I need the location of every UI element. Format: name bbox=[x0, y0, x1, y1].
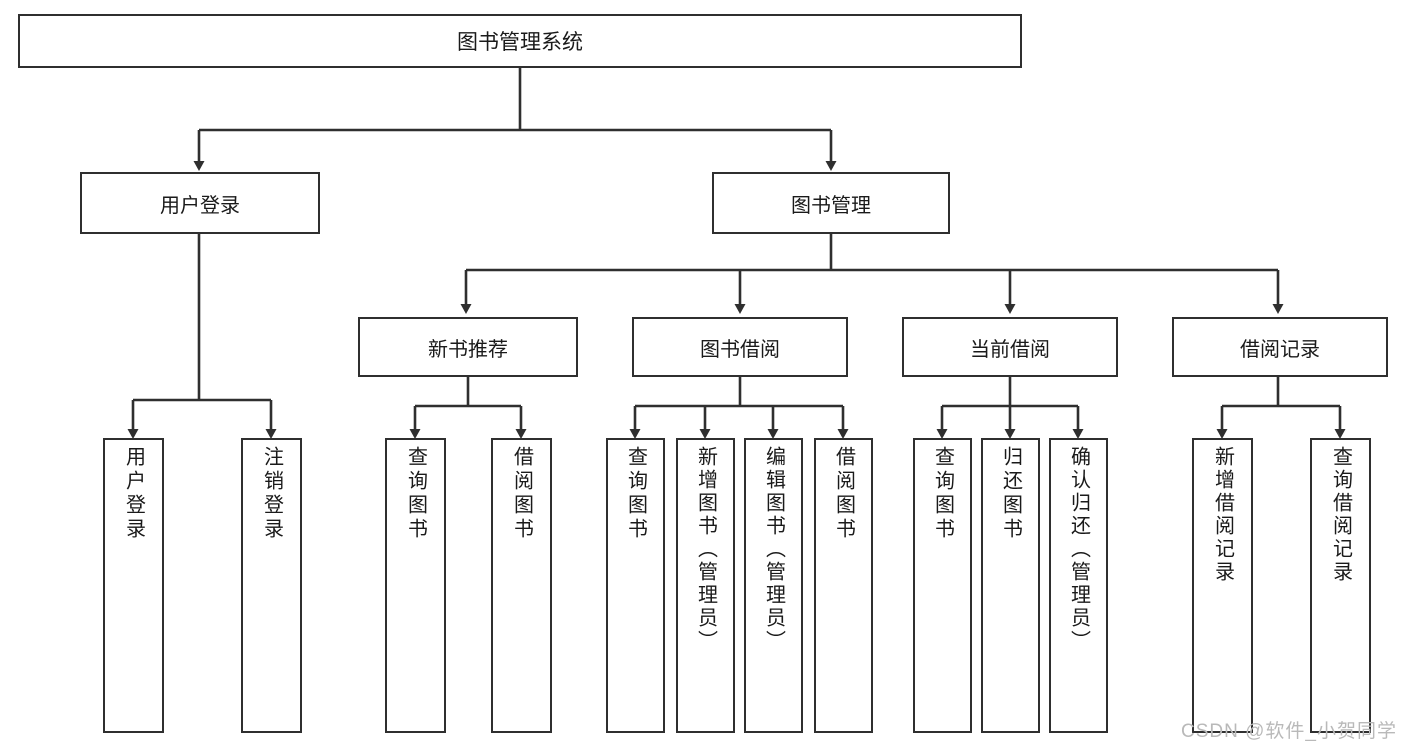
node-root-label: 图书管理系统 bbox=[457, 31, 583, 54]
watermark: CSDN @软件_小贺同学 bbox=[1181, 721, 1397, 742]
node-book-manage[interactable]: 图书管理 bbox=[712, 172, 950, 234]
node-leaf-add-book[interactable]: 新增图书（管理员） bbox=[676, 438, 735, 733]
node-book-borrow-label: 图书借阅 bbox=[700, 338, 780, 361]
node-leaf-edit-book-label: 编辑图书（管理员） bbox=[762, 446, 785, 653]
node-leaf-query-book-3[interactable]: 查询图书 bbox=[913, 438, 972, 733]
node-leaf-edit-book[interactable]: 编辑图书（管理员） bbox=[744, 438, 803, 733]
node-leaf-confirm-return-label: 确认归还（管理员） bbox=[1067, 446, 1090, 653]
node-leaf-return-book[interactable]: 归还图书 bbox=[981, 438, 1040, 733]
node-current-borrow[interactable]: 当前借阅 bbox=[902, 317, 1118, 377]
node-book-borrow[interactable]: 图书借阅 bbox=[632, 317, 848, 377]
node-leaf-add-book-label: 新增图书（管理员） bbox=[694, 446, 717, 653]
node-root[interactable]: 图书管理系统 bbox=[18, 14, 1022, 68]
node-leaf-borrow-book-2-label: 借阅图书 bbox=[832, 446, 855, 542]
node-leaf-borrow-book-1[interactable]: 借阅图书 bbox=[491, 438, 552, 733]
node-leaf-add-record-label: 新增借阅记录 bbox=[1211, 446, 1234, 584]
node-leaf-query-book-3-label: 查询图书 bbox=[931, 446, 954, 542]
node-leaf-add-record[interactable]: 新增借阅记录 bbox=[1192, 438, 1253, 733]
node-leaf-borrow-book-2[interactable]: 借阅图书 bbox=[814, 438, 873, 733]
node-leaf-query-record-label: 查询借阅记录 bbox=[1329, 446, 1352, 584]
node-leaf-confirm-return[interactable]: 确认归还（管理员） bbox=[1049, 438, 1108, 733]
node-borrow-record[interactable]: 借阅记录 bbox=[1172, 317, 1388, 377]
node-current-borrow-label: 当前借阅 bbox=[970, 338, 1050, 361]
node-leaf-return-book-label: 归还图书 bbox=[999, 446, 1022, 542]
node-new-book-recommend-label: 新书推荐 bbox=[428, 338, 508, 361]
node-leaf-user-logout[interactable]: 注销登录 bbox=[241, 438, 302, 733]
node-book-manage-label: 图书管理 bbox=[791, 194, 871, 217]
node-user-login[interactable]: 用户登录 bbox=[80, 172, 320, 234]
node-new-book-recommend[interactable]: 新书推荐 bbox=[358, 317, 578, 377]
node-leaf-user-login-label: 用户登录 bbox=[122, 446, 145, 542]
node-borrow-record-label: 借阅记录 bbox=[1240, 338, 1320, 361]
node-leaf-borrow-book-1-label: 借阅图书 bbox=[510, 446, 533, 542]
node-leaf-query-record[interactable]: 查询借阅记录 bbox=[1310, 438, 1371, 733]
node-leaf-query-book-2[interactable]: 查询图书 bbox=[606, 438, 665, 733]
node-leaf-query-book-2-label: 查询图书 bbox=[624, 446, 647, 542]
node-leaf-user-login[interactable]: 用户登录 bbox=[103, 438, 164, 733]
node-leaf-query-book-1[interactable]: 查询图书 bbox=[385, 438, 446, 733]
node-leaf-query-book-1-label: 查询图书 bbox=[404, 446, 427, 542]
node-user-login-label: 用户登录 bbox=[160, 194, 240, 217]
node-leaf-user-logout-label: 注销登录 bbox=[260, 446, 283, 542]
